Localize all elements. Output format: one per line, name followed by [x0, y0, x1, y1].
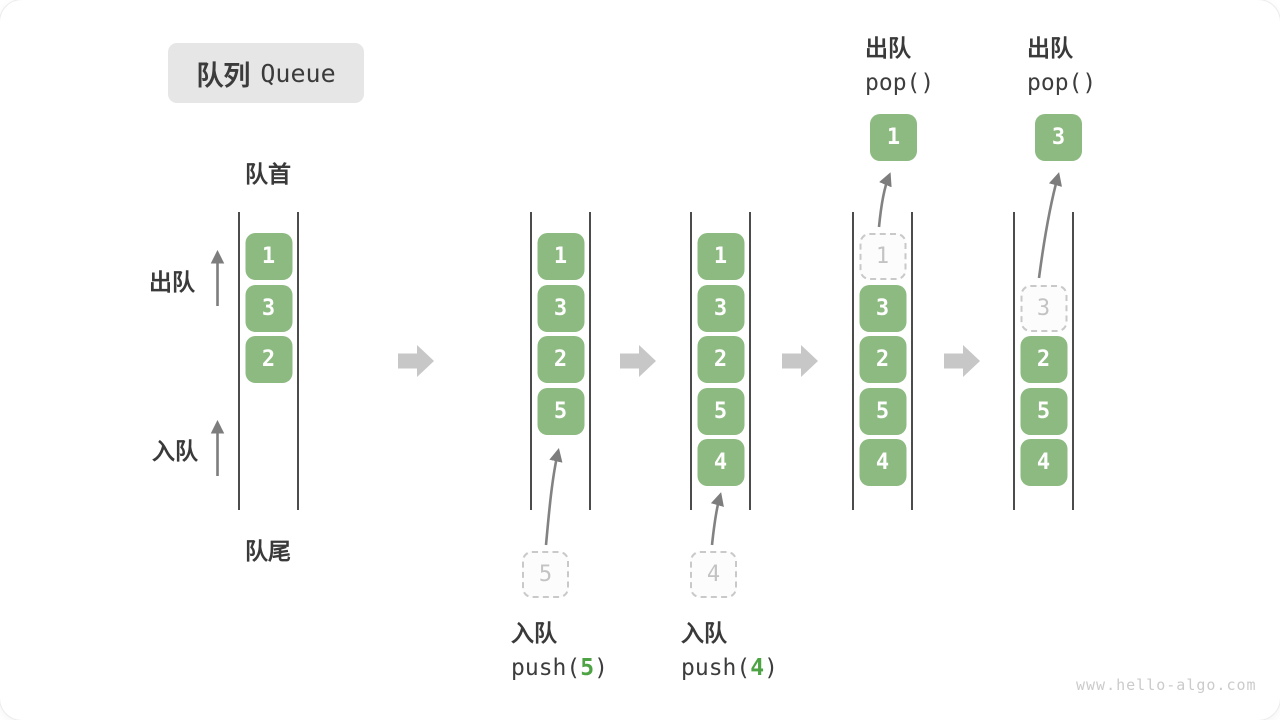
- flow-arrow-icon: [782, 345, 818, 377]
- queue-cell: 2: [245, 336, 292, 383]
- pop-code: pop(): [865, 70, 935, 96]
- queue-cell-ghost: 1: [859, 233, 906, 280]
- push-code: push(5): [511, 655, 608, 681]
- push-code-fn: push(: [511, 655, 581, 681]
- push-code-fn: push(: [681, 655, 751, 681]
- queue-cell: 3: [245, 284, 292, 332]
- dequeue-side-label: 出队: [149, 269, 195, 295]
- flow-arrow-icon: [944, 345, 980, 377]
- queue-cell: 5: [537, 387, 584, 435]
- queue-cell: 1: [245, 233, 292, 280]
- pop-code: pop(): [1027, 70, 1097, 96]
- queue-cell: 3: [537, 284, 584, 332]
- rear-label: 队尾: [245, 538, 291, 564]
- flow-arrow-icon: [620, 345, 656, 377]
- push-code-close: ): [594, 655, 608, 681]
- queue-cell: 5: [859, 387, 906, 435]
- pop-operation: 出队 pop(): [1027, 29, 1096, 96]
- title-zh: 队列: [196, 60, 251, 91]
- queue-cell: 2: [697, 336, 744, 383]
- flow-arrow-icon: [398, 345, 434, 377]
- push-label: 入队: [681, 620, 727, 646]
- popped-value-box: 1: [870, 114, 917, 161]
- push-label: 入队: [511, 620, 557, 646]
- push-operation: 入队 push(4): [681, 614, 778, 681]
- queue-cell: 1: [537, 233, 584, 280]
- watermark: www.hello-algo.com: [1076, 676, 1257, 694]
- queue-cell: 5: [697, 387, 744, 435]
- push-code-arg: 5: [580, 655, 595, 681]
- title-en: Queue: [260, 58, 336, 88]
- queue-cell: 5: [1020, 387, 1067, 435]
- queue-cell: 2: [859, 336, 906, 383]
- queue-cell: 2: [537, 336, 584, 383]
- pushed-value-box: 4: [690, 551, 737, 598]
- pop-operation: 出队 pop(): [865, 29, 934, 96]
- push-code: push(4): [681, 655, 778, 681]
- pop-label: 出队: [865, 35, 911, 61]
- queue-cell: 3: [697, 284, 744, 332]
- popped-value-box: 3: [1035, 114, 1082, 161]
- queue-cell: 4: [859, 439, 906, 486]
- pop-label: 出队: [1027, 35, 1073, 61]
- queue-cell: 4: [697, 439, 744, 486]
- push-code-arg: 4: [750, 655, 765, 681]
- pushed-value-box: 5: [522, 551, 569, 598]
- push-code-close: ): [764, 655, 778, 681]
- front-label: 队首: [245, 161, 291, 187]
- queue-cell: 1: [697, 233, 744, 280]
- title-box: 队列 Queue: [168, 43, 364, 103]
- queue-cell: 3: [859, 284, 906, 332]
- push-operation: 入队 push(5): [511, 614, 608, 681]
- enqueue-side-label: 入队: [152, 438, 198, 464]
- queue-cell: 4: [1020, 439, 1067, 486]
- queue-cell: 2: [1020, 336, 1067, 383]
- queue-cell-ghost: 3: [1020, 284, 1067, 332]
